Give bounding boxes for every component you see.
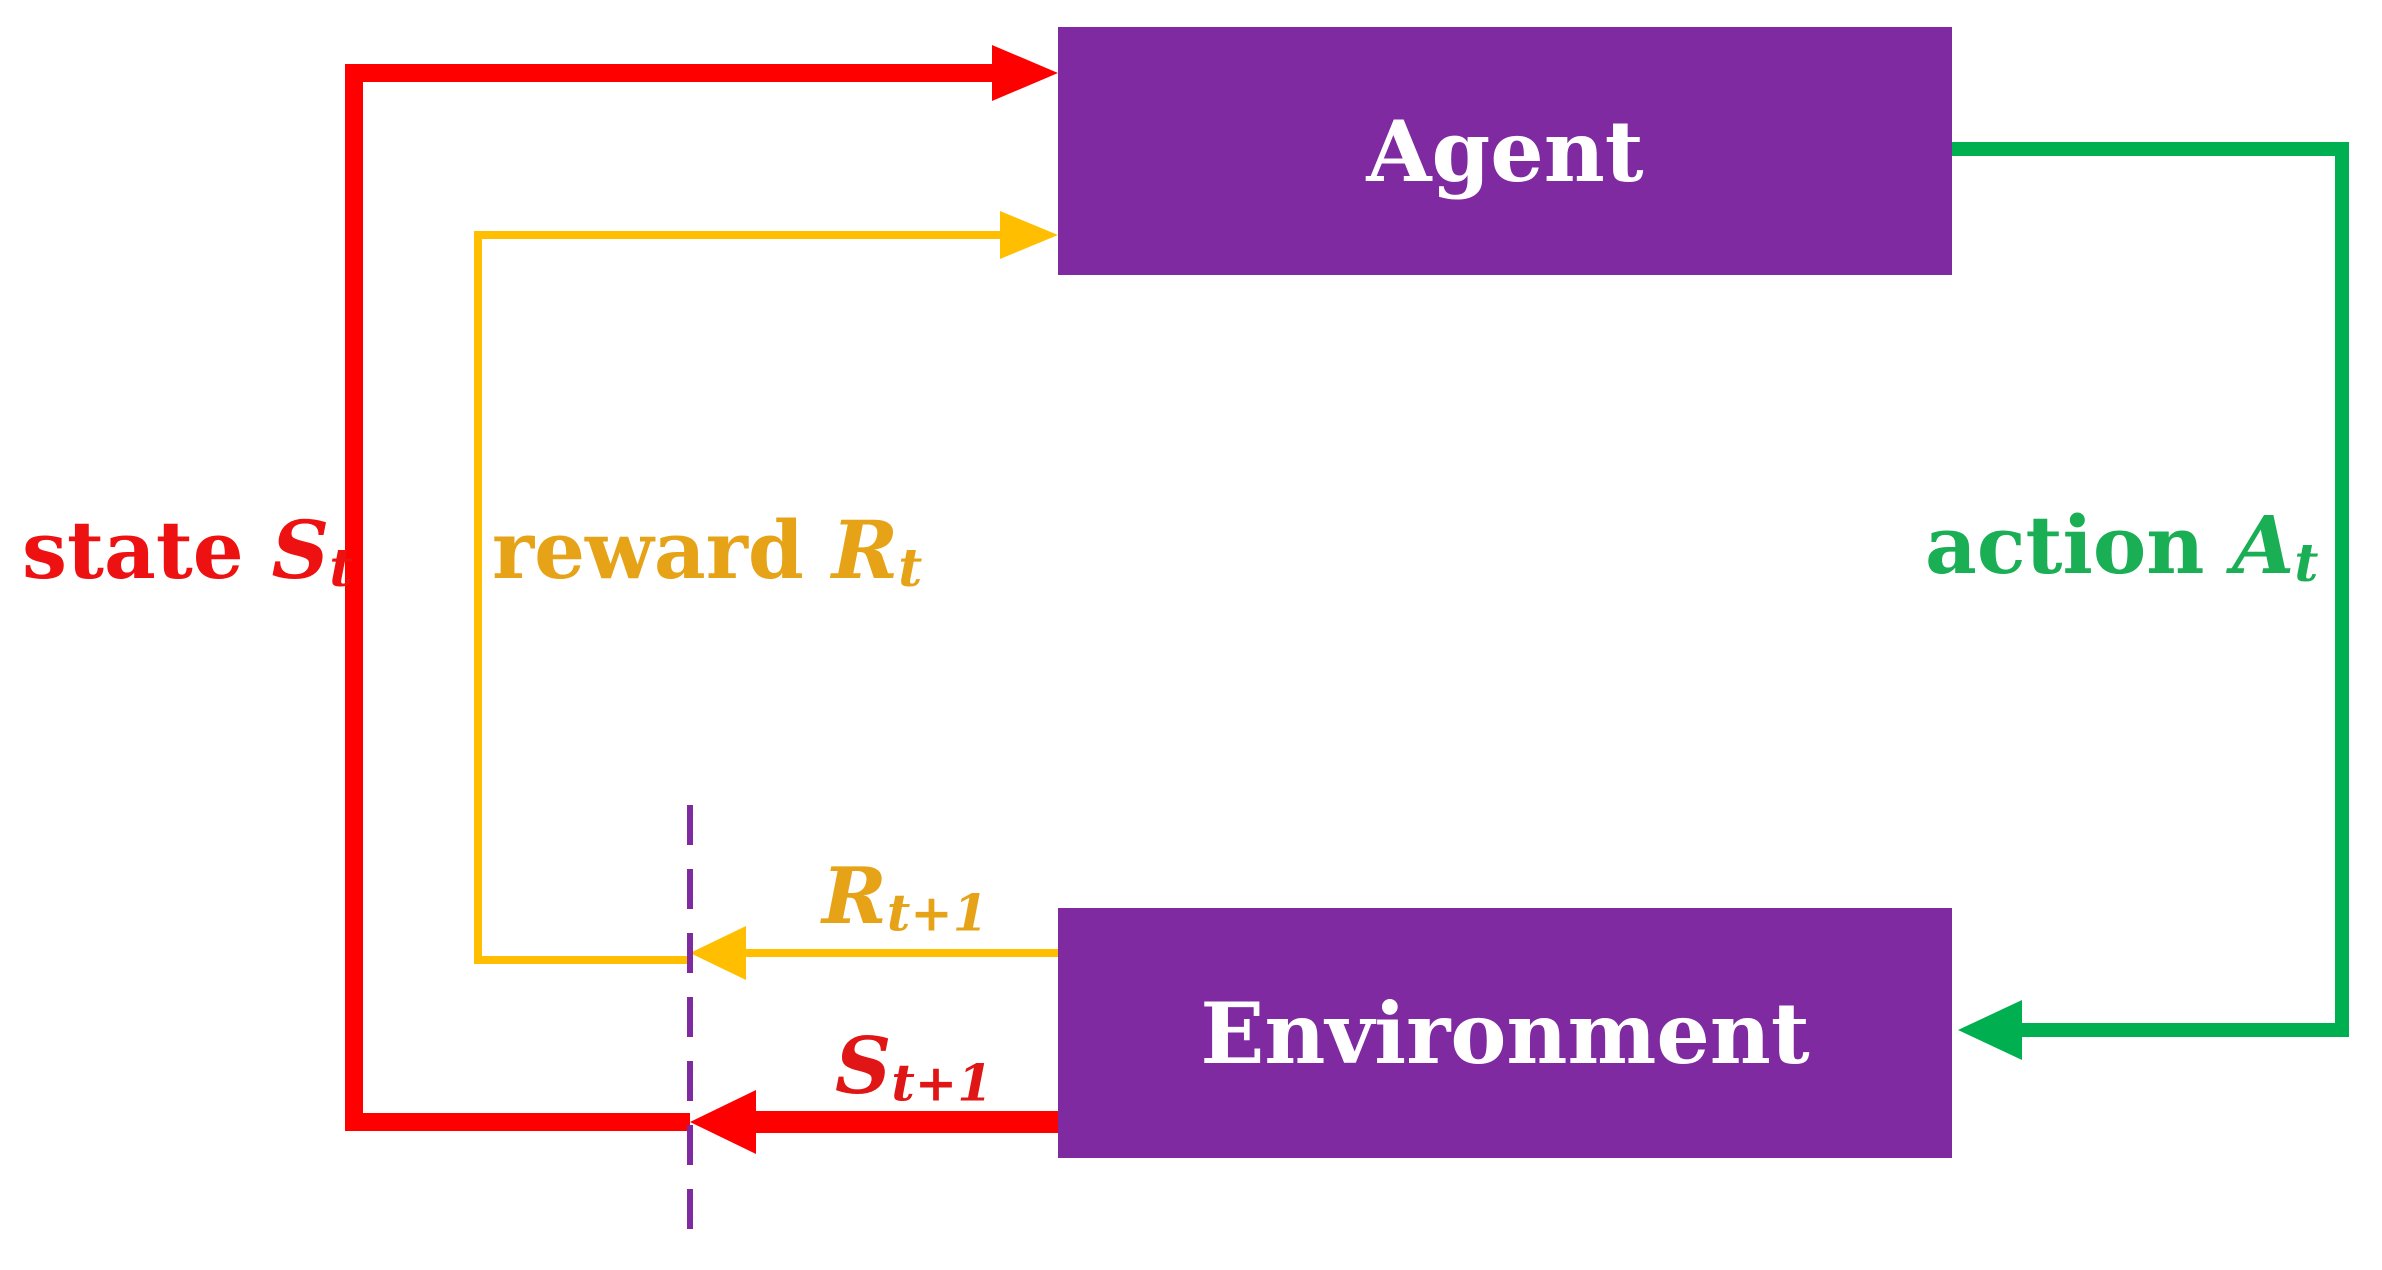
state-subscript: t: [329, 537, 354, 599]
state-word: state: [22, 503, 244, 597]
state-label: state St: [22, 510, 353, 595]
reward-symbol: R: [831, 503, 899, 597]
action-symbol: A: [2232, 498, 2295, 592]
action-line: [1952, 142, 2349, 1037]
next-state-symbol: S: [835, 1021, 892, 1112]
environment-label: Environment: [1200, 983, 1810, 1083]
action-word: action: [1925, 498, 2205, 592]
environment-box: Environment: [1058, 908, 1952, 1158]
action-label: action At: [1925, 505, 2318, 590]
r-next-arrowhead: [690, 926, 746, 980]
next-reward-symbol: R: [822, 851, 887, 942]
state-feedback-line: [345, 64, 1000, 1131]
reward-label: reward Rt: [492, 510, 922, 595]
reward-arrowhead-agent: [1000, 211, 1058, 259]
next-state-label: St+1: [835, 1028, 993, 1108]
action-arrowhead: [1958, 1000, 2022, 1060]
state-arrowhead-agent: [992, 45, 1058, 101]
next-reward-subscript: t+1: [886, 882, 988, 943]
reward-word: reward: [492, 503, 804, 597]
reward-subscript: t: [898, 537, 923, 599]
next-state-subscript: t+1: [891, 1052, 993, 1113]
next-reward-label: Rt+1: [822, 858, 988, 938]
action-subscript: t: [2294, 532, 2319, 594]
reward-feedback-line: [474, 231, 1005, 964]
state-symbol: S: [271, 503, 330, 597]
agent-label: Agent: [1366, 101, 1644, 201]
agent-box: Agent: [1058, 27, 1952, 275]
s-next-arrowhead: [690, 1090, 756, 1154]
